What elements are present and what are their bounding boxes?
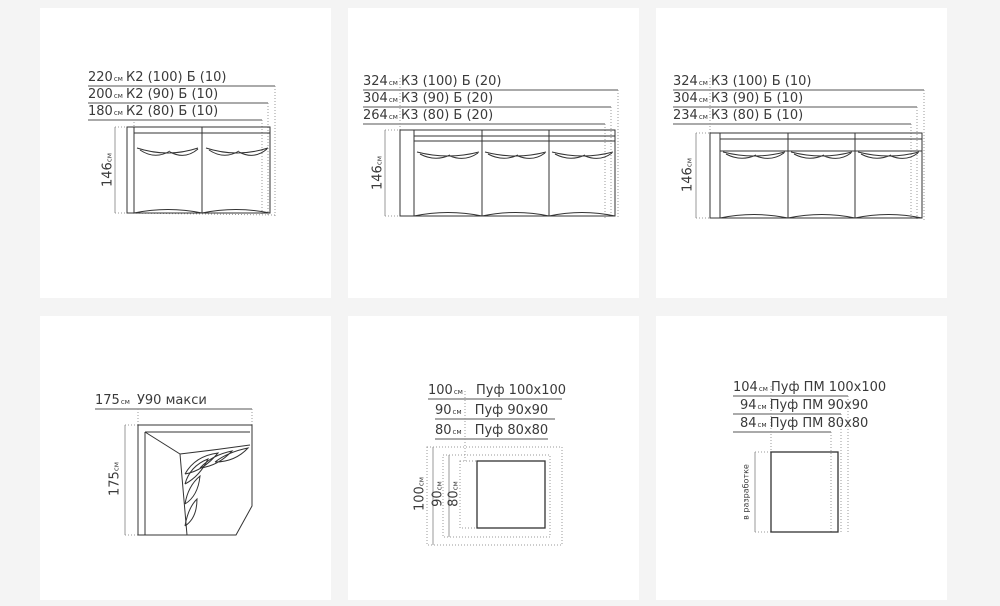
unit: см [417,477,426,487]
model-label: К3 (80) Б (10) [710,108,804,123]
in-development-label: в разработке [741,464,751,520]
unit: см [113,92,123,100]
unit: см [120,398,130,406]
unit: см [375,156,384,166]
unit: см [757,421,767,429]
depth-label: 80см [447,481,462,507]
pouf-pm-diagram [733,386,849,533]
unit: см [435,481,444,491]
size-value: 104 [733,380,758,395]
pouf-diagram [426,391,563,546]
size-value: 100 [428,383,453,398]
size-value: 304 [363,91,388,106]
model-label: У90 макси [136,393,207,408]
model-label: К3 (90) Б (10) [710,91,804,106]
sofa-k3-b10-diagram [673,78,925,220]
depth-label: 146см [371,156,386,190]
unit: см [698,79,708,87]
unit: см [758,385,768,393]
unit: см [388,113,398,121]
size-value: 324 [673,74,698,89]
unit: см [757,403,767,411]
size-value: 84 [740,416,757,431]
model-label: Пуф 90x90 [474,403,549,418]
depth-value: 80 [446,490,462,507]
model-label: К2 (100) Б (10) [125,70,227,85]
size-value: 304 [673,91,698,106]
depth-label: 146см [101,153,116,187]
unit: см [685,158,694,168]
depth-label: 90см [431,481,446,507]
unit: см [698,113,708,121]
depth-value: 100 [412,486,428,511]
unit: см [105,153,114,163]
sofa-k2-diagram [88,85,276,216]
model-label: К2 (90) Б (10) [125,87,219,102]
model-label: К3 (100) Б (20) [400,74,502,89]
model-label: Пуф 80x80 [474,423,549,438]
model-label: Пуф ПМ 80x80 [769,416,869,431]
size-value: 80 [435,423,452,438]
model-label: Пуф 100x100 [475,383,567,398]
size-row: 175см У90 макси [95,393,207,410]
sofa-k3-b20-diagram [363,78,619,218]
model-label: Пуф ПМ 90x90 [769,398,869,413]
size-value: 90 [435,403,452,418]
unit: см [388,96,398,104]
unit: см [453,388,463,396]
unit: см [113,109,123,117]
depth-label: 100см [413,477,428,511]
size-value: 220 [88,70,113,85]
size-value: 175 [95,393,120,408]
model-label: Пуф ПМ 100x100 [770,380,887,395]
size-row: 80см Пуф 80x80 [435,423,548,440]
unit: см [112,462,121,472]
depth-value: 90 [430,490,446,507]
model-label: К3 (90) Б (20) [400,91,494,106]
size-value: 180 [88,104,113,119]
corner-u90-diagram [95,408,253,536]
unit: см [452,428,462,436]
model-label: К2 (80) Б (10) [125,104,219,119]
depth-value: 175 [107,471,123,496]
unit: см [698,96,708,104]
depth-value: 146 [680,167,696,192]
depth-value: 146 [100,162,116,187]
model-label: К3 (100) Б (10) [710,74,812,89]
unit: см [451,481,460,491]
size-value: 234 [673,108,698,123]
size-row: 100см Пуф 100x100 [428,383,566,400]
size-value: 200 [88,87,113,102]
unit: см [113,75,123,83]
model-label: К3 (80) Б (20) [400,108,494,123]
size-value: 94 [740,398,757,413]
unit: см [452,408,462,416]
depth-label: 175см [108,462,123,496]
size-value: 264 [363,108,388,123]
unit: см [388,79,398,87]
depth-value: 146 [370,165,386,190]
size-value: 324 [363,74,388,89]
size-row: 90см Пуф 90x90 [435,403,548,420]
depth-label: 146см [681,158,696,192]
